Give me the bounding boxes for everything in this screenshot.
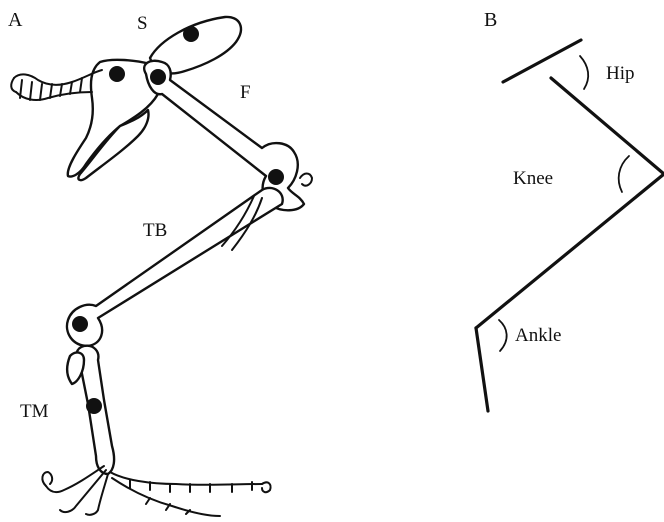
femur-tibia-segment-line — [476, 78, 664, 328]
panel-a: A — [8, 9, 312, 516]
ankle-joint-marker — [72, 316, 88, 332]
femur-label: F — [240, 82, 251, 103]
tibiotarsus-bone — [67, 188, 283, 346]
panel-b: B Hip Knee Ankle — [476, 9, 664, 411]
knee-angle-arc — [619, 156, 629, 192]
ankle-angle-arc — [499, 320, 507, 351]
panel-a-label: A — [8, 9, 23, 31]
panel-b-label: B — [484, 9, 497, 31]
foot-toes — [42, 466, 270, 516]
tarsometatarsus-marker — [86, 398, 102, 414]
tarsometatarsus-segment-line — [476, 328, 488, 411]
knee-label: Knee — [513, 168, 553, 189]
knee-joint-marker — [268, 169, 284, 185]
synsacrum-marker — [183, 26, 199, 42]
ankle-label: Ankle — [515, 325, 561, 346]
hip-angle-arc — [580, 56, 588, 89]
pelvis-segment-line — [503, 40, 581, 82]
hip-label: Hip — [606, 63, 635, 84]
tarsometatarsus-label: TM — [20, 401, 49, 422]
synsacrum-label: S — [137, 13, 148, 34]
hip-joint-marker — [150, 69, 166, 85]
tibiotarsus-label: TB — [143, 220, 167, 241]
pelvis-bone — [11, 17, 241, 180]
pelvis-marker — [109, 66, 125, 82]
femur-bone — [144, 61, 312, 211]
